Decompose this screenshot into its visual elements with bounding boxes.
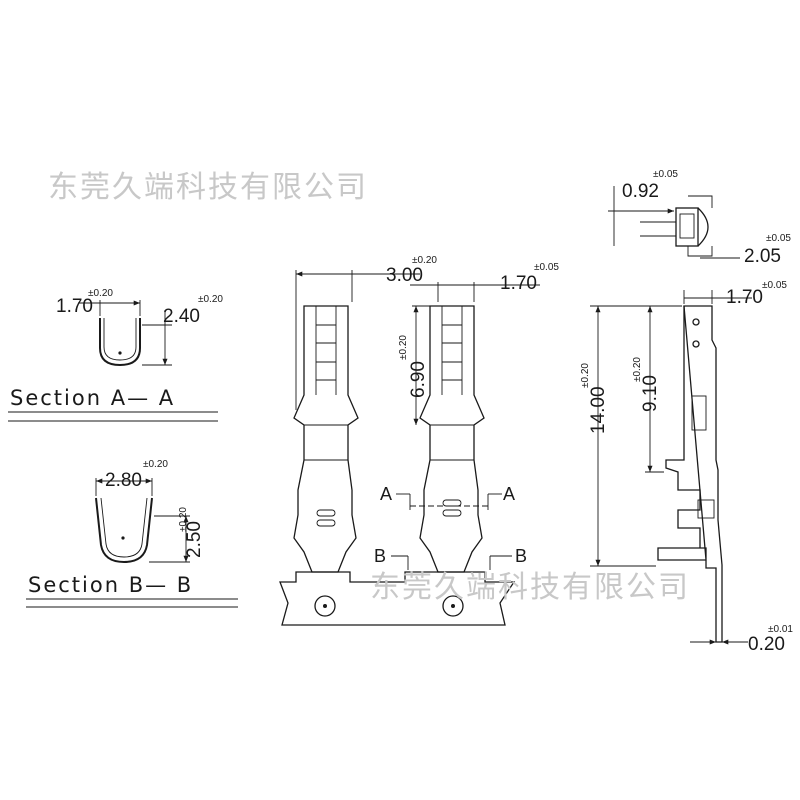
pilot-hole-right (442, 595, 464, 617)
tol-end-height: ±0.05 (766, 233, 791, 244)
dim-b-width: 2.80 (105, 470, 142, 491)
dim-side-contact-length: 9.10 (640, 375, 661, 412)
end-view: 0.92 ±0.05 2.05 ±0.05 (608, 169, 791, 267)
dim-a-height: 2.40 (163, 306, 200, 327)
section-b-title: Section B— B (28, 573, 193, 597)
side-view-contour (665, 306, 701, 548)
dim-total-length: 14.00 (588, 386, 609, 434)
section-a-a: 1.70 ±0.20 2.40 ±0.20 Section A— A (8, 288, 223, 422)
section-a-title: Section A— A (10, 386, 175, 410)
front-view: 3.00 ±0.20 1.70 ±0.05 6.90 ±0.20 A A B B (279, 255, 559, 626)
section-b-center-mark (121, 536, 125, 540)
section-a-center-mark (118, 351, 122, 355)
section-b-profile-inner (100, 497, 148, 558)
dim-contact-length: 6.90 (408, 361, 429, 398)
terminal-right (419, 305, 485, 573)
watermark-bottom: 东莞久端科技有限公司 (370, 570, 690, 605)
end-view-body (675, 207, 699, 247)
tol-end-width: ±0.05 (653, 169, 678, 180)
dim-end-height: 2.05 (744, 246, 781, 267)
section-mark-b-left: B (374, 546, 386, 566)
tol-side-contact-length: ±0.20 (632, 357, 643, 382)
terminal-left (293, 305, 359, 573)
dim-end-width: 0.92 (622, 181, 659, 202)
tol-thickness: ±0.01 (768, 624, 793, 635)
section-mark-a-right: A (503, 484, 515, 504)
section-mark-b-right: B (515, 546, 527, 566)
dim-thickness: 0.20 (748, 634, 785, 655)
section-b-b: 2.80 ±0.20 2.50 ±0.20 Section B— B (26, 459, 238, 608)
tol-overall-width: ±0.20 (412, 255, 437, 266)
tol-a-height: ±0.20 (198, 294, 223, 305)
watermark-top: 东莞久端科技有限公司 (48, 170, 368, 205)
section-a-profile-outer (99, 318, 141, 367)
tol-b-width: ±0.20 (143, 459, 168, 470)
section-a-profile-inner (103, 318, 137, 361)
tol-contact-length: ±0.20 (398, 335, 409, 360)
side-view: 1.70 ±0.05 14.00 ±0.20 9.10 ±0.20 0.20 ±… (580, 280, 793, 655)
tol-total-length: ±0.20 (580, 363, 591, 388)
dim-side-width: 1.70 (726, 287, 763, 308)
dim-contact-width: 1.70 (500, 273, 537, 294)
section-mark-a-left: A (380, 484, 392, 504)
dim-a-width: 1.70 (56, 296, 93, 317)
pilot-hole-left (314, 595, 336, 617)
dim-b-height: 2.50 (184, 521, 205, 558)
tol-contact-width: ±0.05 (534, 262, 559, 273)
dim-overall-width: 3.00 (386, 265, 423, 286)
tol-b-height: ±0.20 (178, 507, 189, 532)
tol-side-width: ±0.05 (762, 280, 787, 291)
tol-a-width: ±0.20 (88, 288, 113, 299)
section-b-profile-outer (95, 497, 153, 564)
